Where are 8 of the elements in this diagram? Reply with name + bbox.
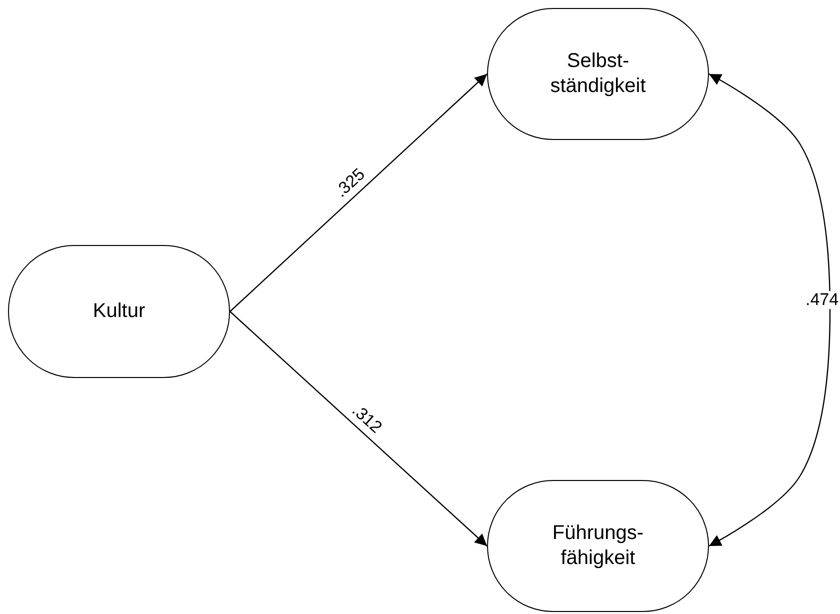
node-label: Kultur [92, 299, 146, 324]
arrow [230, 311, 488, 546]
node-label: Selbst- ständigkeit [549, 49, 647, 99]
arrow [230, 74, 488, 312]
edge-label: .312 [348, 401, 386, 438]
node-label: Führungs- fähigkeit [551, 521, 645, 571]
edge-label: .474 [804, 290, 840, 310]
arrow [708, 73, 831, 547]
